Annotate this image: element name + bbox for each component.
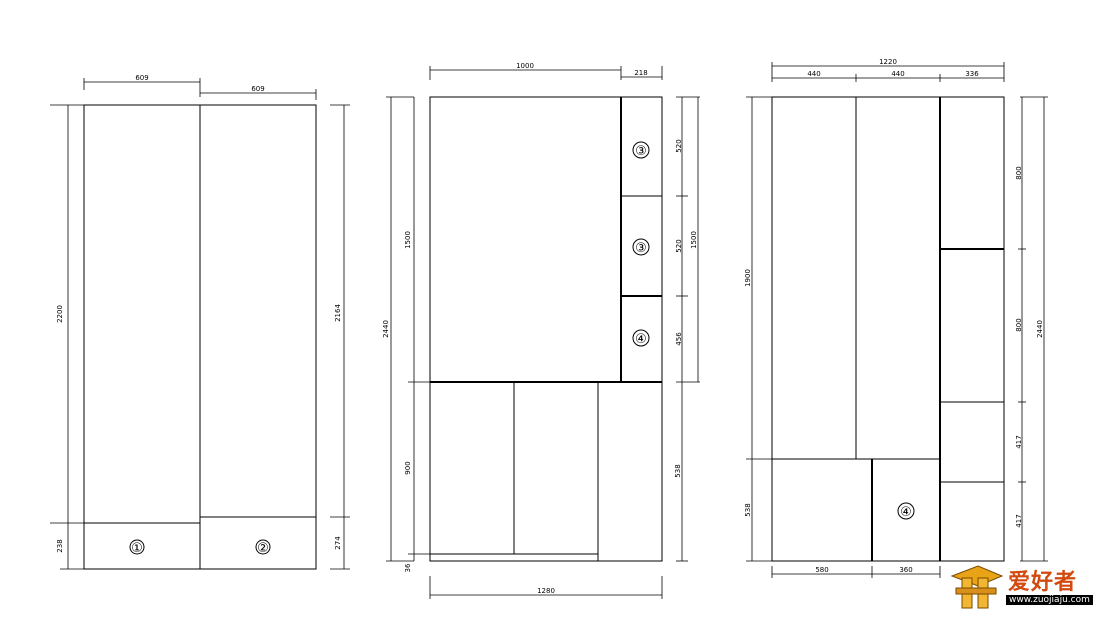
part-label-3a: ③ <box>635 144 647 159</box>
label-circle <box>129 539 145 555</box>
part-label-1: ① <box>131 541 143 556</box>
dim-c-w3: 336 <box>965 70 979 78</box>
wardrobe-c: 1220 440 440 336 1900 538 800 800 417 41… <box>744 58 1048 578</box>
woodworking-logo-icon <box>950 565 1004 609</box>
label-circle <box>632 238 650 256</box>
wardrobe-b: 1000 218 2440 1500 900 36 520 520 456 15… <box>382 62 700 599</box>
dim-b-right-h3: 456 <box>675 332 683 346</box>
wardrobe-a: 609 609 2200 238 2164 274 ① ② <box>50 74 350 570</box>
dim-c-total-h: 2440 <box>1036 320 1044 338</box>
dim-a-height-right: 2164 <box>334 304 342 322</box>
dim-a-width-left: 609 <box>135 74 148 82</box>
part-label-3b: ③ <box>635 241 647 256</box>
logo-url-text: www.zuojiaju.com <box>1006 595 1093 605</box>
dim-b-top-w2: 218 <box>634 69 647 77</box>
part-label-4-c: ④ <box>900 505 912 520</box>
dim-c-bottom-w2: 360 <box>899 566 912 574</box>
dim-b-lower: 900 <box>404 461 412 474</box>
dim-c-left-lower: 538 <box>744 503 752 516</box>
dim-b-right-lower: 538 <box>674 464 682 477</box>
label-circle <box>632 141 650 159</box>
dim-b-right-h1: 520 <box>675 139 683 152</box>
dim-b-top-w1: 1000 <box>516 62 534 70</box>
wardrobe-b-frame <box>429 96 663 562</box>
site-logo: 爱好者 www.zuojiaju.com <box>948 562 1108 612</box>
dim-c-right-h1: 800 <box>1015 166 1023 179</box>
dim-b-right-total: 1500 <box>690 231 698 249</box>
dim-b-height-total: 2440 <box>382 320 390 338</box>
part-label-2: ② <box>257 541 269 556</box>
dim-c-bottom-w1: 580 <box>815 566 828 574</box>
dim-c-total-w: 1220 <box>879 58 897 66</box>
part-label-4-b: ④ <box>635 332 647 347</box>
dim-a-drawer-right: 274 <box>334 536 342 550</box>
dim-c-w2: 440 <box>891 70 904 78</box>
dim-c-right-h4: 417 <box>1015 514 1023 527</box>
label-circle <box>632 329 650 347</box>
dim-b-bottom-w: 1280 <box>537 587 555 595</box>
dim-c-left-upper: 1900 <box>744 269 752 287</box>
wardrobe-c-frame <box>771 96 1005 562</box>
part-label-circles <box>129 141 915 555</box>
dim-a-width-right: 609 <box>251 85 264 93</box>
dim-c-right-h3: 417 <box>1015 435 1023 448</box>
label-circle <box>255 539 271 555</box>
dim-a-drawer-left: 238 <box>56 539 64 552</box>
logo-brand-text: 爱好者 <box>1008 570 1078 595</box>
dim-c-w1: 440 <box>807 70 820 78</box>
dim-b-right-h2: 520 <box>675 239 683 252</box>
dim-b-upper: 1500 <box>404 231 412 249</box>
dim-a-height-left: 2200 <box>56 305 64 323</box>
dim-b-base: 36 <box>404 563 412 572</box>
dim-c-right-h2: 800 <box>1015 318 1023 331</box>
label-circle <box>897 502 915 520</box>
